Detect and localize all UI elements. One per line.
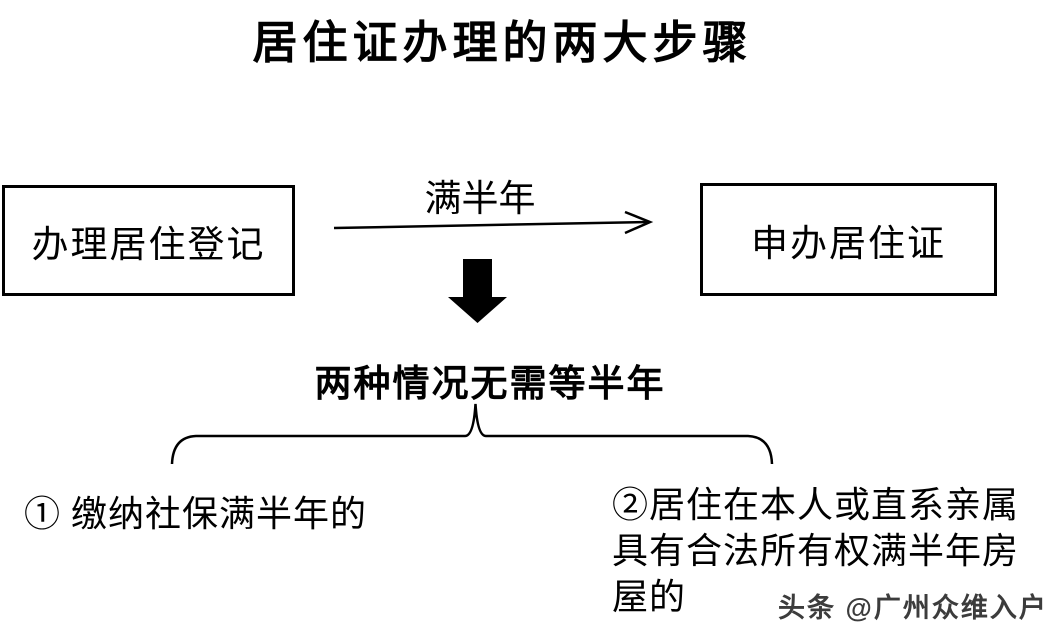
exception-item-2: ②居住在本人或直系亲属 具有合法所有权满半年房 屋的 bbox=[612, 482, 1042, 620]
watermark: 头条 @广州众维入户 bbox=[778, 593, 1048, 623]
brace-icon bbox=[170, 403, 774, 465]
flow-box-residence-permit: 申办居住证 bbox=[700, 183, 997, 296]
flow-arrow-label: 满半年 bbox=[424, 179, 536, 220]
page-title: 居住证办理的两大步骤 bbox=[252, 18, 753, 68]
down-arrow-icon bbox=[448, 259, 507, 323]
exception-heading: 两种情况无需等半年 bbox=[314, 364, 666, 405]
flow-box-right-label: 申办居住证 bbox=[751, 223, 946, 265]
right-arrow-shaft bbox=[333, 220, 649, 230]
flow-box-left-label: 办理居住登记 bbox=[31, 224, 266, 266]
exception-item-2-line-2: 具有合法所有权满半年房 bbox=[612, 531, 1020, 571]
exception-item-2-line-3: 屋的 bbox=[612, 577, 687, 617]
flow-box-residence-registration: 办理居住登记 bbox=[2, 185, 295, 296]
exception-item-1: ① 缴纳社保满半年的 bbox=[24, 494, 368, 534]
right-arrow-head bbox=[624, 210, 654, 235]
exception-item-2-line-1: ②居住在本人或直系亲属 bbox=[612, 485, 1020, 525]
